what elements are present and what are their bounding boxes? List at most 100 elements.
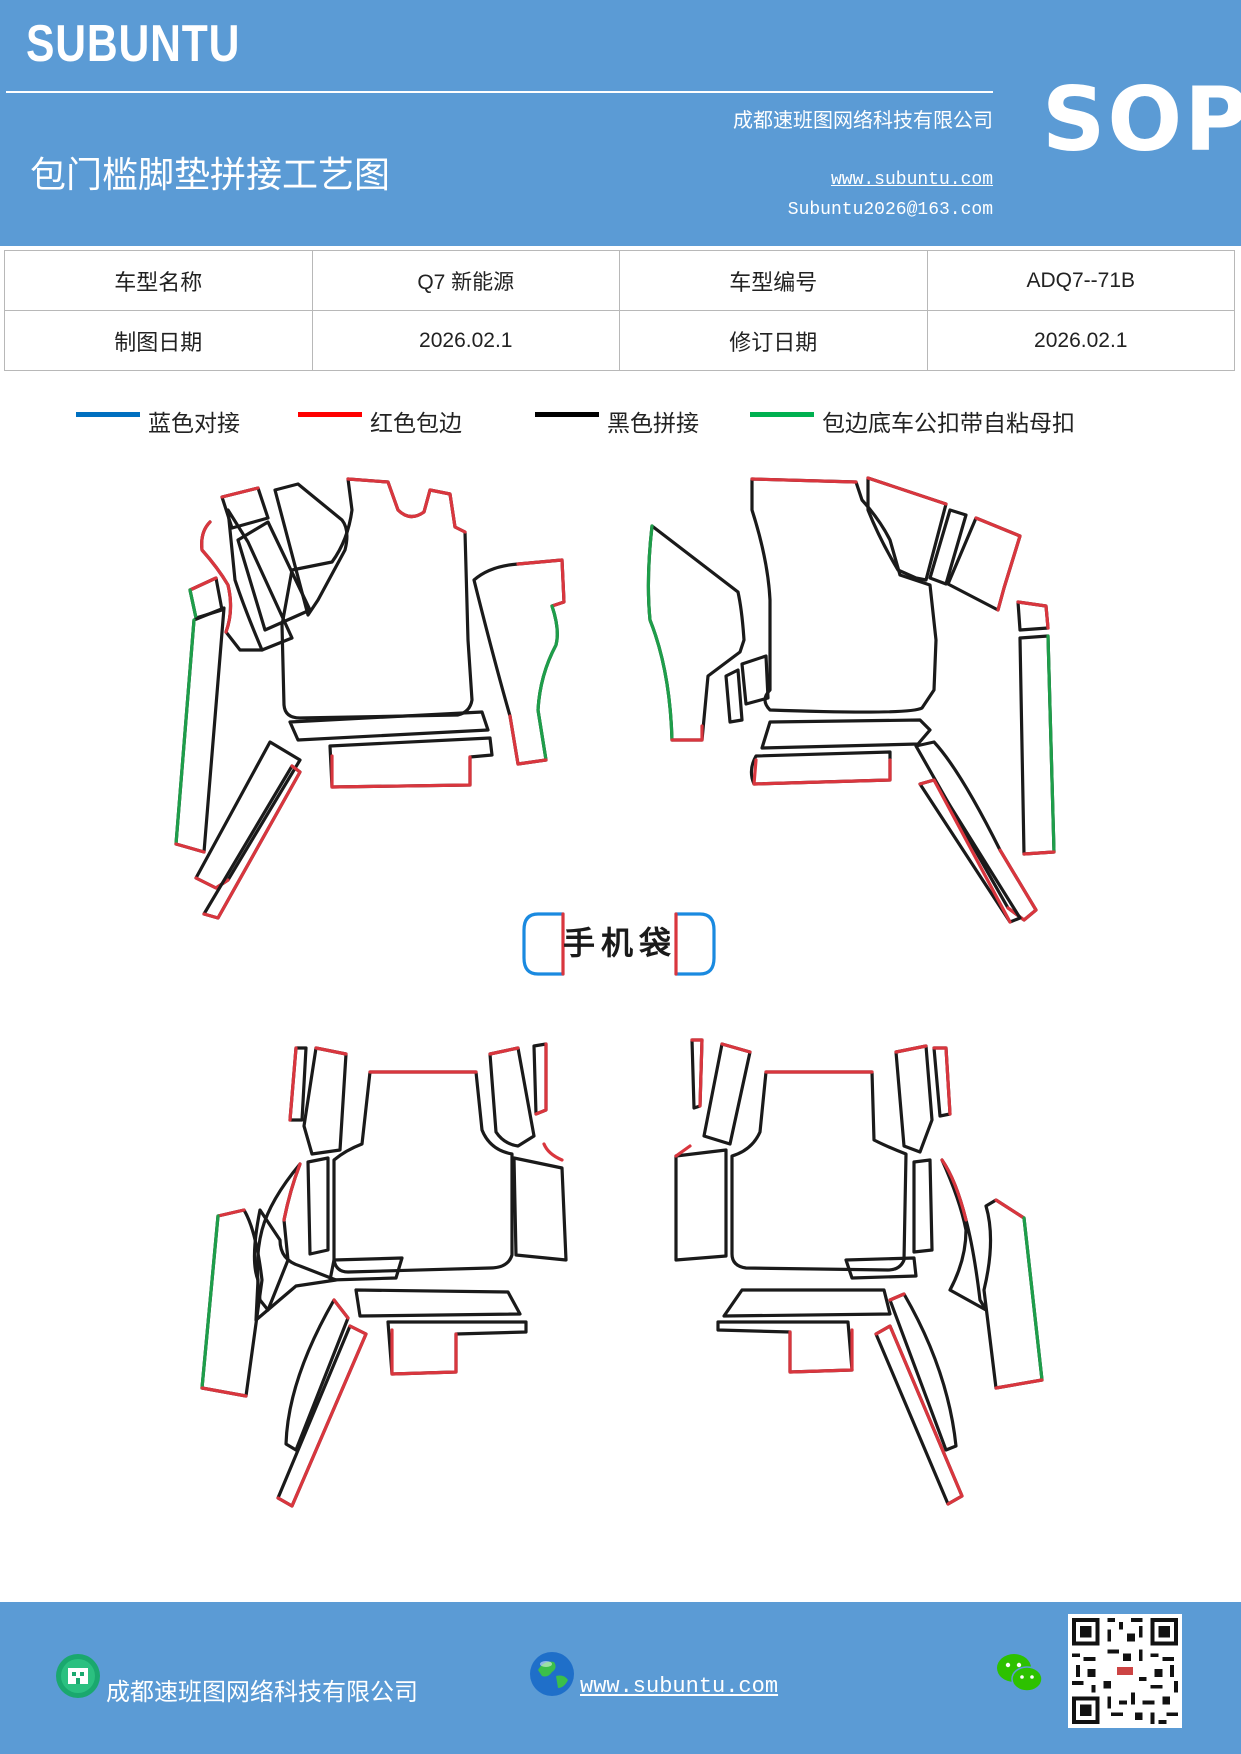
footer-company: 成都速班图网络科技有限公司 bbox=[106, 1678, 418, 1706]
mat-piece bbox=[674, 1148, 728, 1262]
mat-edge-red bbox=[542, 1142, 564, 1162]
mat-piece bbox=[874, 1324, 964, 1506]
mat-layout-diagram: 手机袋 bbox=[174, 476, 1056, 1508]
header-company: 成都速班图网络科技有限公司 bbox=[733, 108, 993, 132]
mat-piece bbox=[730, 1070, 908, 1272]
header: SUBUNTU 成都速班图网络科技有限公司 包门槛脚垫拼接工艺图 www.sub… bbox=[0, 0, 1241, 246]
mat-edge-red bbox=[216, 1208, 246, 1218]
mat-edge-green bbox=[200, 1214, 220, 1390]
mat-piece bbox=[354, 1288, 522, 1318]
mat-piece bbox=[940, 1158, 988, 1312]
mat-piece bbox=[306, 1156, 330, 1256]
mat-piece bbox=[200, 1208, 264, 1398]
qr-code bbox=[1068, 1614, 1182, 1728]
rear-left-mat-group bbox=[200, 1042, 568, 1508]
mat-edge-red bbox=[674, 1144, 692, 1158]
color-legend: 蓝色对接 红色包边 黑色拼接 包边底车公扣带自粘母扣 bbox=[0, 404, 1241, 444]
mat-edge-red bbox=[974, 516, 1022, 612]
legend-label: 红色包边 bbox=[370, 411, 462, 437]
label-revision-date: 修订日期 bbox=[619, 310, 928, 371]
mat-piece bbox=[174, 606, 226, 854]
mat-piece bbox=[750, 477, 938, 714]
mat-piece bbox=[280, 477, 474, 720]
mat-edge-green bbox=[1022, 1216, 1044, 1382]
mat-piece bbox=[252, 1208, 338, 1322]
legend-swatch bbox=[76, 412, 140, 417]
value-model-code: ADQ7--71B bbox=[926, 250, 1235, 311]
mat-piece bbox=[273, 482, 349, 617]
mat-edge-green bbox=[1046, 634, 1056, 854]
mat-edge-red bbox=[276, 1324, 368, 1508]
header-website-link[interactable]: www.subuntu.com bbox=[830, 170, 993, 190]
mat-edge-red bbox=[994, 1378, 1044, 1390]
pocket-left-tab bbox=[522, 912, 565, 976]
front-right-mat-group bbox=[646, 476, 1056, 924]
mat-edge-red bbox=[200, 520, 233, 634]
mat-edge-red bbox=[390, 1328, 458, 1376]
mat-edge-green bbox=[646, 524, 674, 742]
header-email: Subuntu2026@163.com bbox=[787, 200, 993, 220]
mat-edge-red bbox=[516, 558, 566, 608]
mat-piece bbox=[724, 668, 744, 724]
legend-label: 蓝色对接 bbox=[148, 411, 240, 437]
mat-edge-red bbox=[670, 724, 704, 742]
mat-edge-red bbox=[508, 714, 548, 766]
mat-piece bbox=[328, 736, 494, 789]
pocket-label: 手机袋 bbox=[563, 924, 677, 962]
mat-edge-green bbox=[174, 618, 196, 846]
mat-edge-red bbox=[314, 1046, 348, 1056]
mat-piece bbox=[866, 476, 948, 582]
mat-edge-red bbox=[994, 1198, 1026, 1220]
mat-piece bbox=[276, 1324, 368, 1508]
mat-edge-red bbox=[200, 1386, 248, 1398]
company-building-icon bbox=[56, 1654, 100, 1698]
legend-label: 黑色拼接 bbox=[607, 411, 699, 437]
mat-piece bbox=[716, 1320, 854, 1374]
sop-badge: SOP bbox=[1042, 68, 1241, 171]
mat-edge-green bbox=[536, 604, 559, 762]
header-divider bbox=[6, 91, 993, 93]
mat-edge-red bbox=[188, 576, 218, 592]
mat-edge-red bbox=[488, 1046, 520, 1056]
mat-edge-red bbox=[1022, 850, 1056, 856]
table-row: 车型名称 Q7 新能源 车型编号 ADQ7--71B bbox=[4, 250, 1235, 311]
mat-piece bbox=[722, 1288, 892, 1318]
footer: 成都速班图网络科技有限公司 www.subuntu.com bbox=[0, 1602, 1241, 1754]
mat-edge-red bbox=[690, 1038, 704, 1108]
mat-piece bbox=[894, 1044, 934, 1154]
label-model-name: 车型名称 bbox=[4, 250, 313, 311]
mat-edge-red bbox=[932, 1046, 952, 1116]
mat-piece bbox=[844, 1256, 918, 1280]
legend-swatch bbox=[298, 412, 362, 417]
mat-edge-red bbox=[288, 1046, 298, 1122]
legend-label: 包边底车公扣带自粘母扣 bbox=[822, 411, 1075, 437]
mat-edge-red bbox=[894, 1044, 928, 1054]
mat-edge-red bbox=[330, 754, 472, 789]
front-left-mat-group bbox=[174, 477, 566, 920]
mat-piece bbox=[284, 1298, 350, 1452]
mat-piece bbox=[332, 1070, 514, 1274]
mat-piece bbox=[488, 1046, 536, 1148]
mat-piece bbox=[888, 1292, 958, 1452]
globe-icon bbox=[530, 1652, 574, 1696]
mat-edge-red bbox=[220, 486, 260, 499]
table-row: 制图日期 2026.02.1 修订日期 2026.02.1 bbox=[4, 310, 1235, 371]
page-title: 包门槛脚垫拼接工艺图 bbox=[30, 155, 391, 196]
brand-logo: SUBUNTU bbox=[26, 15, 241, 73]
label-draw-date: 制图日期 bbox=[4, 310, 313, 371]
mat-piece bbox=[472, 558, 566, 766]
mat-piece bbox=[532, 1042, 548, 1116]
mat-edge-red bbox=[282, 1162, 302, 1222]
mat-edge-red bbox=[534, 1042, 548, 1116]
mat-piece bbox=[740, 654, 770, 706]
legend-swatch bbox=[750, 412, 814, 417]
footer-website-link[interactable]: www.subuntu.com bbox=[580, 1674, 779, 1699]
mat-edge-red bbox=[866, 476, 948, 506]
mat-edge-red bbox=[332, 1298, 350, 1320]
phone-pocket: 手机袋 bbox=[522, 912, 716, 976]
mat-edge-green bbox=[188, 588, 198, 620]
mat-edge-red bbox=[750, 477, 858, 484]
mat-piece bbox=[512, 1156, 568, 1262]
mat-edge-red bbox=[752, 758, 892, 786]
wechat-icon[interactable] bbox=[996, 1652, 1044, 1696]
